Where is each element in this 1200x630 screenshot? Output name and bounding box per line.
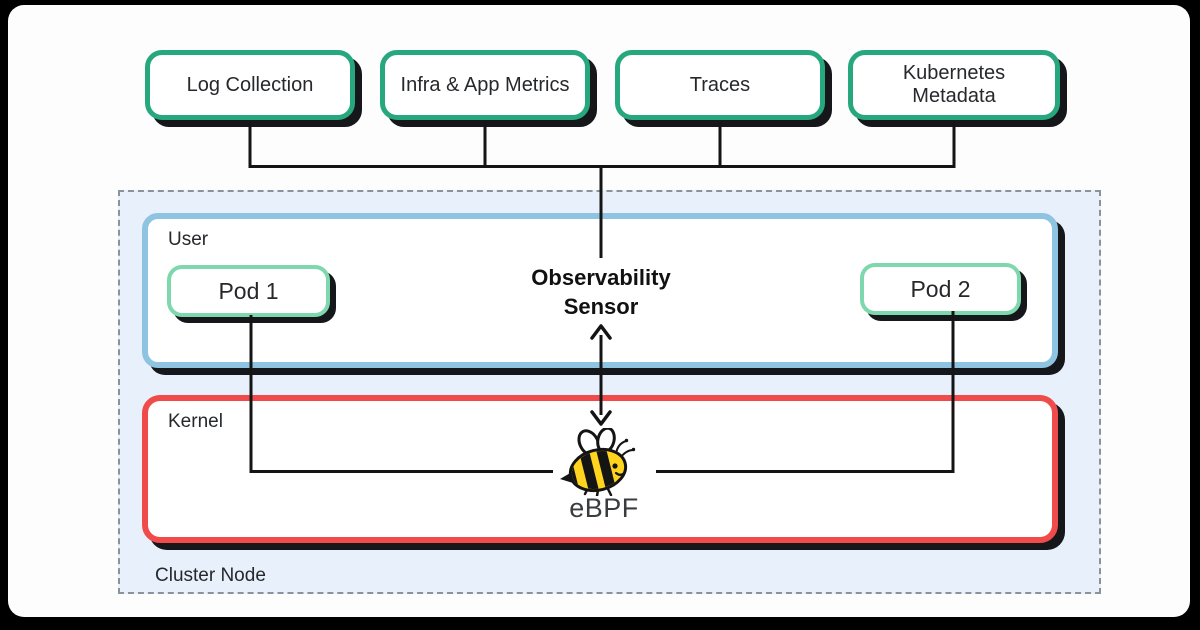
source-label: Traces (689, 73, 751, 96)
pod-label: Pod 2 (910, 275, 971, 302)
pod-2-box: Pod 2 (860, 263, 1021, 315)
source-label: Kubernetes Metadata (902, 62, 1006, 107)
source-label: Infra & App Metrics (400, 73, 570, 96)
pod-label: Pod 1 (218, 277, 279, 304)
diagram-canvas: Log Collection Infra & App Metrics Trace… (8, 5, 1190, 617)
connector-sources-bus (248, 122, 956, 168)
observability-sensor-label: Observability Sensor (531, 265, 671, 319)
ebpf-label: eBPF (569, 493, 639, 523)
source-label: Log Collection (186, 73, 314, 96)
user-space-label: User (168, 229, 209, 250)
source-box-kubernetes-metadata: Kubernetes Metadata (848, 50, 1060, 120)
source-box-log-collection: Log Collection (145, 50, 355, 120)
pod-1-box: Pod 1 (167, 265, 330, 317)
kernel-space-label: Kernel (168, 411, 223, 432)
source-box-traces: Traces (615, 50, 825, 120)
source-box-infra-app-metrics: Infra & App Metrics (380, 50, 590, 120)
cluster-node-label: Cluster Node (155, 565, 266, 586)
ebpf-bee-icon (560, 428, 636, 496)
